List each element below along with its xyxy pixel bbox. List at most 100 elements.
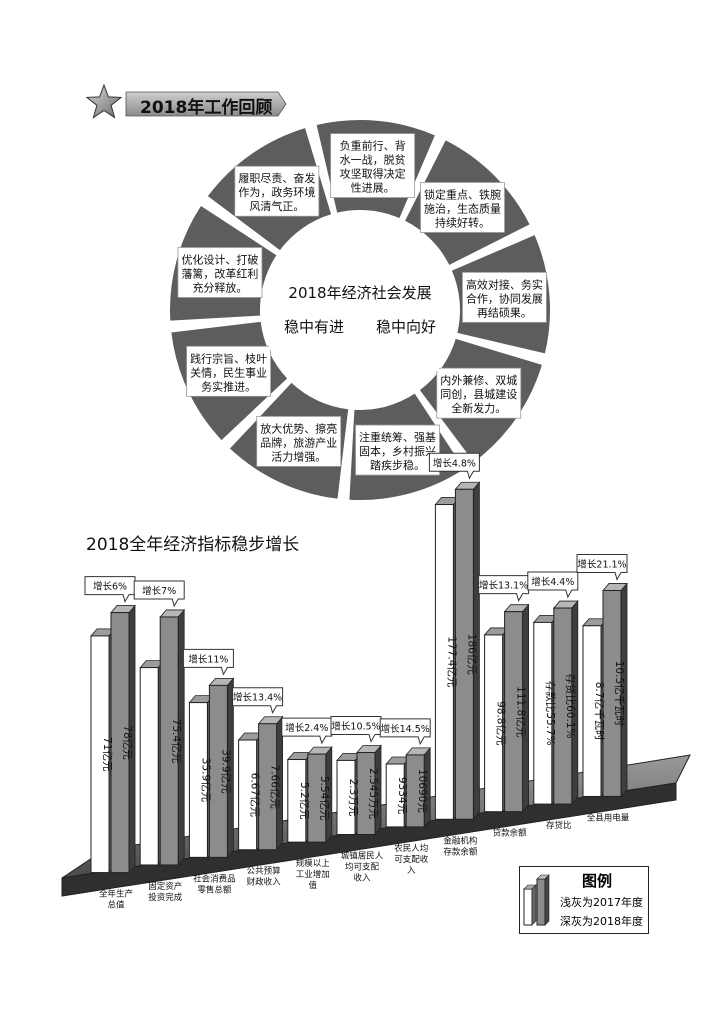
- bar-2018: [307, 753, 327, 843]
- wheel-segment-text: 品牌，旅游产业: [260, 435, 337, 449]
- growth-callout: [576, 553, 628, 581]
- growth-label: 增长6%: [93, 581, 127, 593]
- wheel-segment-text: 活力增强。: [271, 449, 326, 463]
- category-label: 全县用电量: [587, 812, 630, 823]
- legend-item-2018: 深灰为2018年度: [560, 915, 643, 928]
- wheel-segment-text: 踏疾步稳。: [370, 458, 425, 472]
- bar-2018: [454, 488, 474, 820]
- wheel-text-box: [330, 133, 416, 198]
- bar-value-label: 8.7亿千瓦时: [593, 682, 606, 741]
- wheel-text-box: [355, 424, 440, 476]
- bar-2018: [553, 607, 573, 805]
- growth-callout: [133, 580, 185, 608]
- growth-callout: [182, 648, 234, 676]
- category-label: 城镇居民人: [341, 851, 384, 862]
- wheel-segment-text: 注重统筹、强基: [359, 430, 436, 444]
- wheel-segment-text: 充分释放。: [192, 280, 247, 294]
- growth-callout: [527, 571, 579, 599]
- bar-value-label: 5.54亿元: [318, 776, 331, 821]
- wheel-segment-text: 水一战，脱贫: [340, 153, 406, 167]
- wheel-segment-text: 风清气正。: [249, 199, 304, 213]
- bar-value-label: 存款比55.7%: [544, 681, 557, 746]
- wheel-segment-text: 合作，协同发展: [466, 291, 543, 305]
- growth-label: 增长10.5%: [331, 721, 380, 733]
- growth-callout: [428, 452, 480, 480]
- wheel-segment-text: 锁定重点、铁腕: [424, 187, 501, 201]
- category-label: 入: [407, 866, 416, 876]
- bar-value-label: 35.9亿元: [199, 758, 212, 803]
- bar-value-label: 10.5亿千瓦时: [613, 661, 626, 727]
- wheel-segment-text: 攻坚取得决定: [340, 167, 406, 181]
- bar-value-label: 186亿元: [465, 634, 478, 676]
- category-label: 工业增加: [296, 869, 330, 880]
- bar-value-label: 177.4亿元: [445, 636, 458, 688]
- bar-2017: [90, 635, 110, 874]
- wheel-segment-text: 高效对接、务实: [466, 277, 543, 291]
- bar-value-label: 111.8亿元: [515, 686, 528, 738]
- wheel-segment-text: 践行宗旨、枝叶: [190, 351, 267, 365]
- growth-label: 增长13.1%: [479, 580, 528, 592]
- category-label: 固定资产: [148, 881, 182, 892]
- wheel-segment-text: 全新发力。: [451, 401, 506, 415]
- bar-value-label: 78亿元: [121, 725, 134, 760]
- category-label: 值: [309, 880, 318, 891]
- bar-2017: [238, 739, 258, 851]
- wheel-center-slogan: 稳中向好: [376, 318, 436, 336]
- wheel-segment-text: 务实推进。: [201, 379, 256, 393]
- category-label: 存贷比: [546, 820, 572, 831]
- bar-2018: [405, 754, 425, 828]
- bar-2017: [139, 667, 159, 866]
- category-label: 社会消费品: [193, 873, 236, 884]
- wheel-text-box: [234, 165, 320, 217]
- bar-value-label: 10690元: [416, 769, 428, 813]
- growth-label: 增长7%: [142, 585, 176, 597]
- growth-label: 增长11%: [188, 653, 228, 665]
- wheel-segment-text: 施治，生态质量: [424, 201, 501, 215]
- wheel-segment-text: 性进展。: [351, 181, 395, 195]
- wheel-center-slogan: 稳中有进: [284, 318, 344, 336]
- wheel-text-box: [186, 345, 271, 397]
- bar-2018: [159, 616, 179, 866]
- wheel-text-box: [436, 367, 522, 419]
- wheel-center-title: 2018年经济社会发展: [288, 284, 431, 302]
- category-label: 公共预算: [247, 866, 282, 877]
- wheel-segment-text: 持续好转。: [435, 215, 490, 229]
- wheel-segment-text: 作为，政务环境: [238, 185, 315, 199]
- legend-bars-icon: [523, 874, 550, 926]
- wheel-segment-text: 内外兼修、双城: [440, 373, 517, 387]
- bar-2017: [484, 634, 504, 813]
- category-label: 农民人均: [394, 843, 428, 854]
- growth-label: 增长2.4%: [285, 722, 328, 734]
- category-label: 金融机构: [443, 835, 477, 846]
- bar-2017: [533, 621, 553, 805]
- bar-value-label: 2.545万元: [367, 768, 379, 820]
- wheel-segment-text: 固本，乡村振兴: [359, 444, 436, 458]
- category-label: 收入: [353, 873, 371, 884]
- growth-callout: [232, 687, 284, 715]
- wheel-text-box: [177, 247, 263, 298]
- growth-label: 增长21.1%: [577, 558, 626, 570]
- growth-label: 增长4.4%: [531, 576, 574, 588]
- bar-value-label: 9334元: [396, 777, 408, 815]
- growth-callout: [84, 576, 136, 603]
- wheel-text-box: [256, 416, 342, 467]
- category-label: 贷款余额: [493, 828, 528, 839]
- bar-2017: [385, 763, 405, 828]
- bar-2018: [504, 611, 524, 813]
- bar-2017: [188, 702, 208, 858]
- legend: 图例 浅灰为2017年度 深灰为2018年度: [519, 866, 649, 934]
- bar-value-label: 39.9亿元: [219, 749, 232, 794]
- bar-2018: [208, 684, 228, 858]
- bar-2018: [110, 612, 130, 874]
- wheel-segment-text: 优化设计、打破: [181, 252, 258, 266]
- bar-2017: [287, 759, 307, 843]
- bar-value-label: 7.66亿元: [269, 765, 282, 810]
- category-label: 财政收入: [247, 877, 282, 888]
- page-title: 2018年工作回顾: [140, 98, 273, 118]
- wheel-center: [262, 212, 458, 408]
- bar-2018: [602, 589, 622, 797]
- category-label: 规模以上: [296, 858, 331, 869]
